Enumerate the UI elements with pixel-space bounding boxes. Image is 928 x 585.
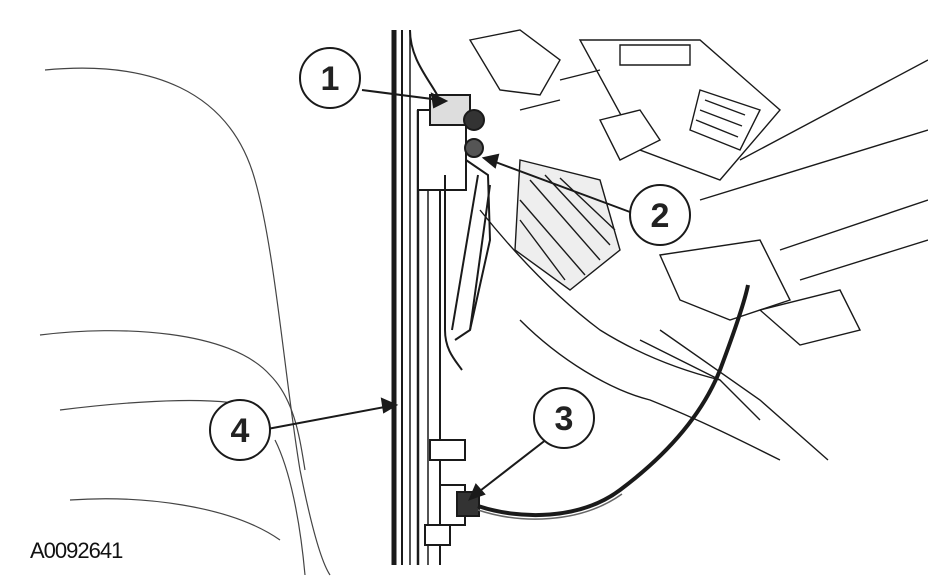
mechanism-housing (468, 29, 928, 461)
svg-text:4: 4 (231, 412, 250, 450)
leader-lines (261, 89, 631, 501)
upper-bracket (417, 94, 492, 371)
figure-id: A0092641 (30, 538, 123, 563)
svg-text:1: 1 (321, 60, 340, 98)
callout-4: 4 (209, 399, 271, 461)
callout-1: 1 (299, 47, 361, 109)
lower-bracket (424, 439, 480, 546)
svg-text:3: 3 (555, 400, 574, 438)
svg-text:2: 2 (651, 197, 670, 235)
panel-contours (39, 67, 331, 576)
wire-harness (477, 284, 750, 518)
callout-2: 2 (629, 184, 691, 246)
callout-3: 3 (533, 387, 595, 449)
